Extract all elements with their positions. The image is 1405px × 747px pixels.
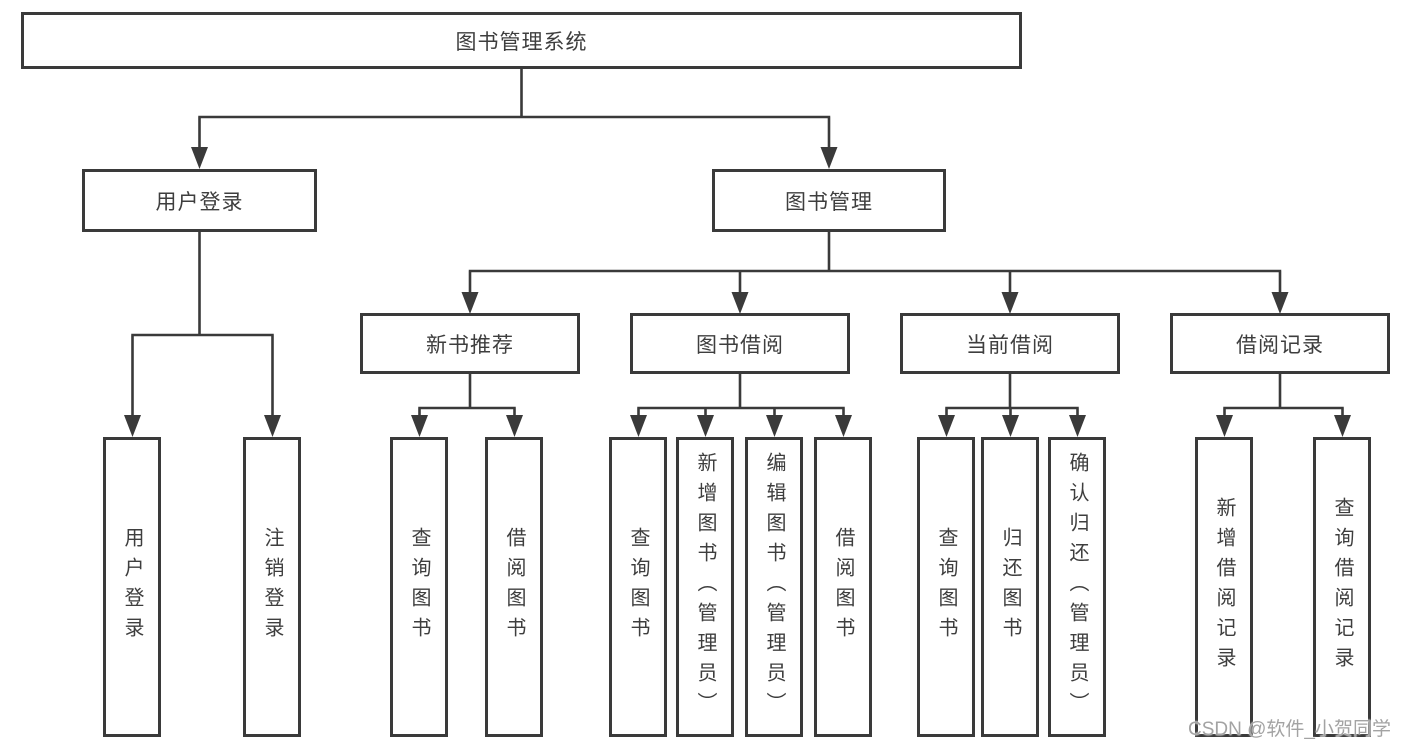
node-label: 借阅图书 — [832, 527, 854, 647]
node-label: 新增图书（管理员） — [694, 452, 716, 722]
node-book-management: 图书管理 — [712, 169, 946, 232]
node-leaf-add-books-admin: 新增图书（管理员） — [676, 437, 734, 737]
node-leaf-query-books-borrow: 查询图书 — [609, 437, 667, 737]
node-leaf-edit-books-admin: 编辑图书（管理员） — [745, 437, 803, 737]
node-label: 新书推荐 — [426, 333, 514, 357]
node-label: 注销登录 — [261, 527, 283, 647]
node-label: 用户登录 — [155, 190, 244, 214]
node-label: 编辑图书（管理员） — [763, 452, 785, 722]
node-leaf-add-borrow-record: 新增借阅记录 — [1195, 437, 1253, 737]
node-label: 查询借阅记录 — [1331, 497, 1353, 677]
node-label: 图书管理系统 — [455, 30, 588, 54]
node-leaf-query-books-current: 查询图书 — [917, 437, 975, 737]
node-label: 图书借阅 — [696, 333, 784, 357]
node-label: 新增借阅记录 — [1213, 497, 1235, 677]
node-leaf-borrow-books: 借阅图书 — [485, 437, 543, 737]
node-library-management-system: 图书管理系统 — [21, 12, 1022, 69]
node-label: 当前借阅 — [966, 333, 1054, 357]
node-new-book-recommendation: 新书推荐 — [360, 313, 580, 374]
node-label: 查询图书 — [408, 527, 430, 647]
node-label: 借阅图书 — [503, 527, 525, 647]
node-label: 用户登录 — [121, 527, 143, 647]
node-borrowing-records: 借阅记录 — [1170, 313, 1390, 374]
node-leaf-query-books: 查询图书 — [390, 437, 448, 737]
node-book-borrowing: 图书借阅 — [630, 313, 850, 374]
arrowhead-icons — [124, 147, 1351, 437]
node-label: 借阅记录 — [1236, 333, 1324, 357]
node-label: 查询图书 — [935, 527, 957, 647]
node-label: 查询图书 — [627, 527, 649, 647]
watermark: CSDN @软件_小贺同学 — [1188, 719, 1391, 740]
node-leaf-query-borrow-record: 查询借阅记录 — [1313, 437, 1371, 737]
node-label: 归还图书 — [999, 527, 1021, 647]
node-leaf-logout: 注销登录 — [243, 437, 301, 737]
node-user-login: 用户登录 — [82, 169, 317, 232]
node-label: 确认归还（管理员） — [1066, 452, 1088, 722]
node-leaf-user-login: 用户登录 — [103, 437, 161, 737]
node-leaf-return-books: 归还图书 — [981, 437, 1039, 737]
node-current-borrowing: 当前借阅 — [900, 313, 1120, 374]
node-leaf-confirm-return-admin: 确认归还（管理员） — [1048, 437, 1106, 737]
node-label: 图书管理 — [785, 190, 873, 214]
node-leaf-borrow-books-2: 借阅图书 — [814, 437, 872, 737]
